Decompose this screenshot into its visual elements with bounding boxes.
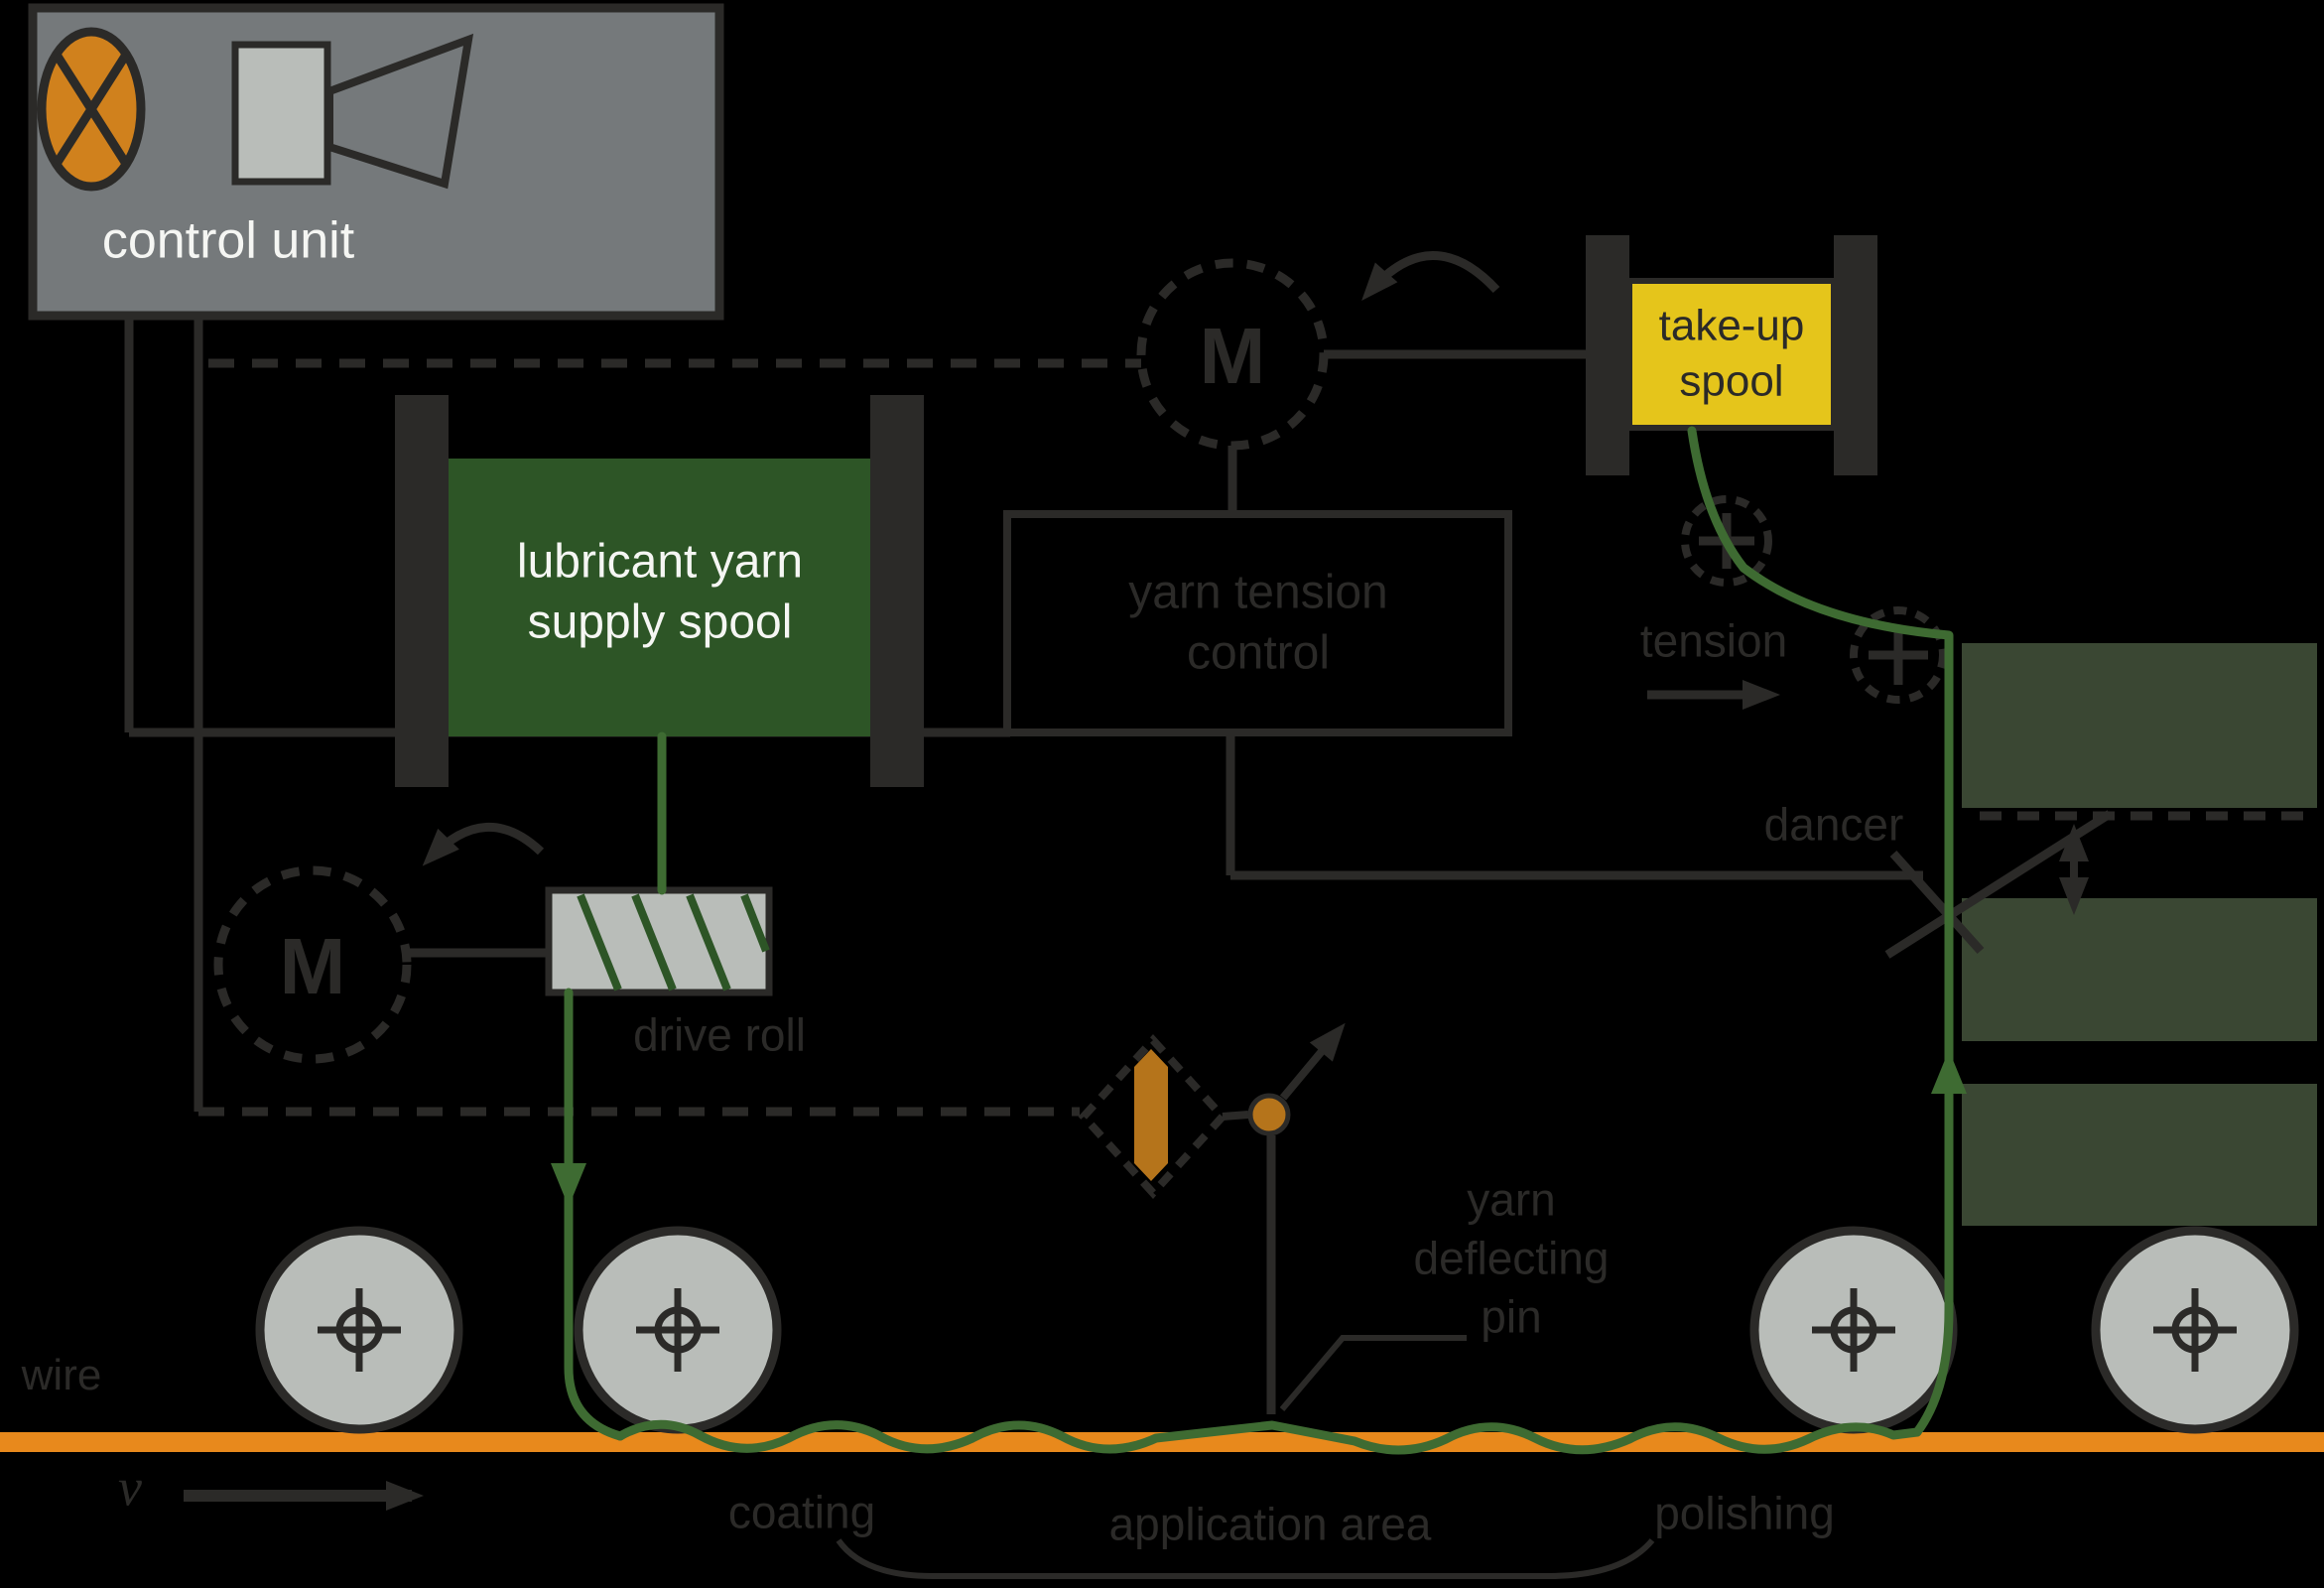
yarn-path: [551, 426, 1967, 1455]
guide-wheel: [255, 1226, 463, 1434]
supply-spool-assembly: [395, 395, 924, 787]
take-up-flange-right: [1834, 235, 1877, 475]
rotation-arrow-icon: [1361, 251, 1500, 302]
yarn-wire-to-takeup: [1687, 426, 1954, 1437]
supply-spool-body: [449, 459, 870, 736]
camera-icon: [231, 33, 474, 190]
deflecting-pin-head: [1247, 1093, 1291, 1136]
applicator-pad: [1134, 1049, 1168, 1181]
rotation-arrow-icon: [422, 823, 545, 866]
deflecting-pin-pointer-line: [1279, 1335, 1467, 1411]
annotations: [184, 680, 1780, 1579]
take-up-spool-body: [1626, 278, 1837, 431]
wire-label: wire: [21, 1350, 102, 1399]
tension-box-to-dancer-line: [1226, 732, 1923, 880]
winding-motor-label: M: [1199, 311, 1266, 400]
yarn-roll-to-wire: [564, 988, 625, 1441]
speed-label: v: [118, 1457, 142, 1518]
olive-background-bands: [1962, 643, 2317, 1226]
supply-spool-flange-left: [395, 395, 449, 787]
application-area-bracket: [836, 1538, 1655, 1579]
winding-motor: [1136, 251, 1500, 451]
drive-motor-label: M: [279, 921, 346, 1010]
control-wiring-lines: [124, 316, 2312, 1117]
dancer-label: dancer: [1763, 798, 1904, 851]
lamp-icon: [37, 27, 146, 192]
yarn-zigzag-on-wire: [615, 1419, 1922, 1455]
pin-motion-arrow-icon: [1279, 1022, 1346, 1101]
control-unit-label: control unit: [101, 211, 355, 270]
tension-label: tension: [1639, 614, 1788, 667]
tension-sensor-icon: [1850, 606, 1947, 704]
applicator-assembly: [1078, 1022, 1346, 1414]
drive-roll-yarn-wraps: [577, 893, 770, 992]
supply-spool-flange-right: [870, 395, 924, 787]
take-up-spool-assembly: [1586, 235, 1877, 475]
control-unit-box: [28, 3, 724, 321]
take-up-flange-left: [1586, 235, 1629, 475]
guide-wheel: [1749, 1226, 1958, 1434]
take-up-spool-label: take-up spool: [1658, 301, 1805, 406]
guide-wheel: [2091, 1226, 2299, 1434]
tension-sensor-icons: [1681, 495, 1947, 704]
dancer-pivot-cross: [1889, 850, 1985, 955]
drive-roll: [545, 886, 773, 996]
supply-spool-label: lubricant yarn supply spool: [516, 535, 804, 649]
application-area-label: application area: [1108, 1498, 1432, 1550]
tension-control-box: [1003, 510, 1512, 736]
drive-roll-label: drive roll: [633, 1008, 806, 1061]
guide-wheel: [574, 1226, 782, 1434]
coating-label: coating: [727, 1486, 876, 1538]
dancer-mechanism: [1884, 810, 2113, 959]
guide-wheels: [255, 1226, 2299, 1434]
tension-box-label: yarn tension control: [1128, 566, 1388, 680]
drive-roll-motor: [213, 823, 549, 1064]
polishing-label: polishing: [1654, 1487, 1835, 1539]
deflecting-pin-label: yarn deflecting pin: [1413, 1173, 1610, 1343]
